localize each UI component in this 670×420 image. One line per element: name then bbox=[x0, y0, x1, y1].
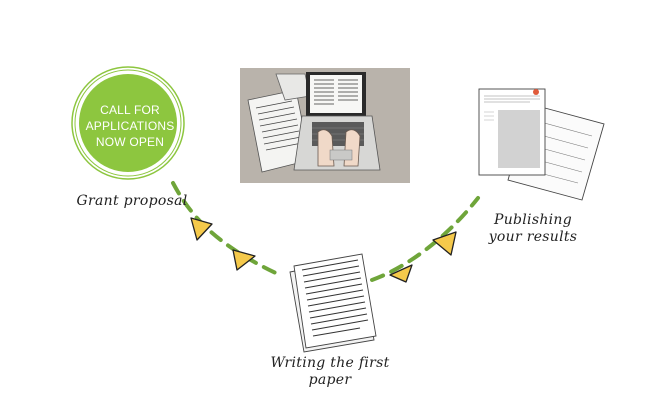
call-for-applications-badge bbox=[71, 66, 185, 180]
arrowhead-icon bbox=[190, 217, 213, 241]
badge-text: CALL FOR APPLICATIONS NOW OPEN bbox=[80, 102, 180, 150]
left-dashed-connector bbox=[171, 181, 284, 278]
grant-proposal-label: Grant proposal bbox=[76, 193, 188, 209]
arrowhead-icon bbox=[232, 249, 256, 271]
writing-first-paper-label: Writing the first paper bbox=[270, 355, 390, 388]
arrowhead-icon bbox=[389, 264, 413, 283]
badge-line-1: CALL FOR bbox=[100, 103, 160, 117]
badge-line-2: APPLICATIONS bbox=[85, 119, 175, 133]
badge-line-3: NOW OPEN bbox=[95, 135, 165, 149]
publishing-results-label: Publishing your results bbox=[488, 212, 578, 245]
draft-paper-icon bbox=[289, 253, 377, 353]
right-dashed-connector bbox=[370, 196, 480, 282]
published-papers-icon bbox=[478, 88, 605, 201]
arrowhead-icon bbox=[432, 231, 457, 256]
laptop-writing-image bbox=[240, 68, 410, 183]
